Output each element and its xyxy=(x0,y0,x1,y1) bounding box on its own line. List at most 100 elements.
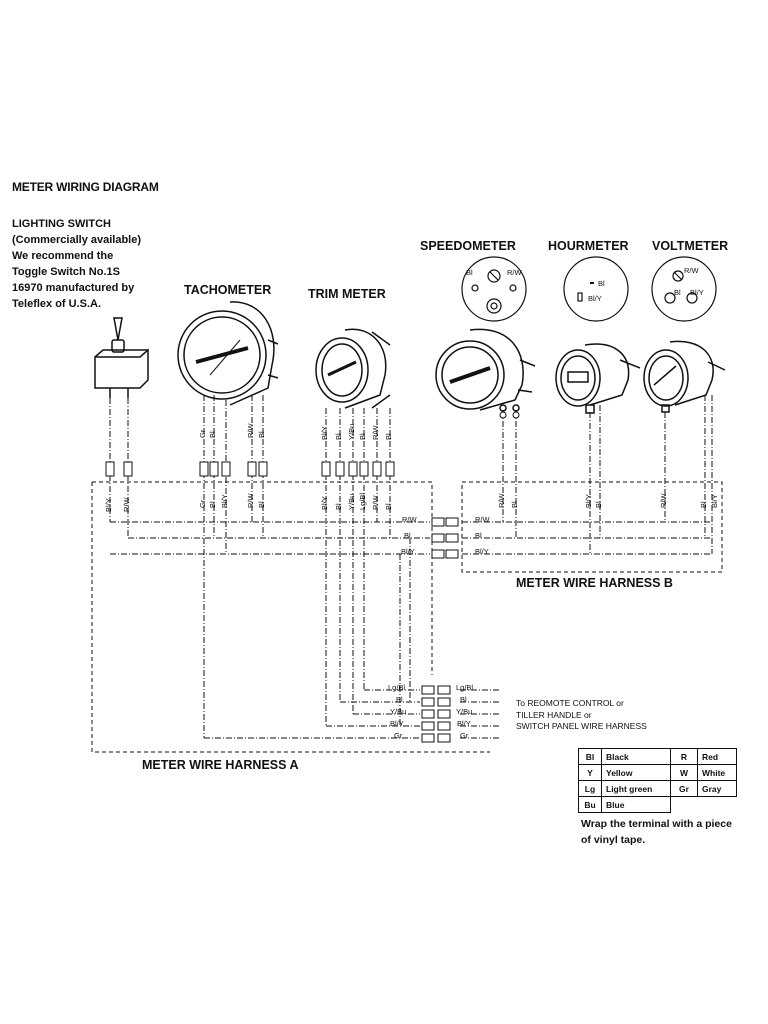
speedo-wire-bottom-bl: Bl xyxy=(510,501,519,508)
legend-row: Bu Blue xyxy=(578,796,737,813)
trim-wire-top-bl3: Bl xyxy=(384,433,393,440)
tach-wire-bottom-bl2: Bl xyxy=(257,501,266,508)
legend-code: Bl xyxy=(578,748,602,765)
harness-a-right-gr: Gr xyxy=(460,731,469,740)
trim-wire-top-bl: Bl xyxy=(334,433,343,440)
legend-code: Bu xyxy=(578,796,602,813)
legend-code: Y xyxy=(578,764,602,781)
tachometer-label: TACHOMETER xyxy=(184,283,272,297)
harness-a-boundary-top xyxy=(92,481,433,675)
legend-name: Yellow xyxy=(601,764,671,781)
speedometer-terminal-rw: R/W xyxy=(507,268,522,277)
speedo-wire-bottom-rw: R/W xyxy=(497,493,506,508)
trim-wire-bottom-lgbl: Lg/Bl xyxy=(358,492,367,510)
lighting-switch-line-6: Teleflex of U.S.A. xyxy=(12,298,102,310)
legend-name: White xyxy=(697,764,737,781)
harness-a-boundary-bottom xyxy=(91,482,490,753)
voltmeter-back-view xyxy=(651,256,717,322)
tach-wire-bottom-bly: Bl/Y xyxy=(220,494,229,508)
harness-b-right-bl: Bl xyxy=(475,531,482,540)
lighting-switch-line-4: Toggle Switch No.1S xyxy=(12,266,120,278)
harness-a-destination: To REOMOTE CONTROL or TILLER HANDLE or S… xyxy=(516,698,647,733)
lighting-switch-line-1: LIGHTING SWITCH xyxy=(12,218,111,230)
legend-row: Lg Light green Gr Gray xyxy=(578,780,737,797)
legend-name: Black xyxy=(601,748,671,765)
harness-b-left-bly: Bl/Y xyxy=(401,547,415,556)
tach-wire-bottom-gr: Gr xyxy=(198,499,207,508)
lighting-switch-body xyxy=(94,317,149,398)
lighting-switch-line-2: (Commercially available) xyxy=(12,234,142,246)
tach-wire-top-rw: R/W xyxy=(246,423,255,438)
legend-name: Light green xyxy=(601,780,671,797)
harness-a-label: METER WIRE HARNESS A xyxy=(142,758,299,772)
legend-row: Bl Black R Red xyxy=(578,748,737,765)
harness-a-left-lgbl: Lg/Bl xyxy=(388,683,406,692)
harness-a-right-bl: Bl xyxy=(460,695,467,704)
lighting-switch-note: LIGHTING SWITCH (Commercially available)… xyxy=(12,216,141,312)
hourmeter-label: HOURMETER xyxy=(548,239,629,253)
trim-wire-top-bly: Bl/Y xyxy=(320,426,329,440)
legend-code: W xyxy=(670,764,698,781)
trim-meter-label: TRIM METER xyxy=(308,287,386,301)
destination-line-3: SWITCH PANEL WIRE HARNESS xyxy=(516,721,647,731)
hourmeter-terminal-bly: Bl/Y xyxy=(588,294,602,303)
tach-wire-bottom-rw: R/W xyxy=(246,493,255,508)
vinyl-tape-note-line-2: of vinyl tape. xyxy=(581,834,646,846)
speedometer-gauge xyxy=(435,328,536,412)
harness-b-left-rw: R/W xyxy=(402,515,417,524)
harness-a-left-gr: Gr xyxy=(394,731,403,740)
harness-b-label: METER WIRE HARNESS B xyxy=(516,576,673,590)
trim-wire-bottom-bl: Bl xyxy=(334,503,343,510)
trim-wire-top-ybu: Y/Bu xyxy=(347,423,356,440)
tach-wire-bottom-bl: Bl xyxy=(208,501,217,508)
trim-wire-top-rw: R/W xyxy=(371,425,380,440)
legend-code-empty xyxy=(671,797,698,813)
hour-wire-bottom-bl: Bl xyxy=(594,501,603,508)
harness-b-boundary xyxy=(461,481,723,573)
hour-wire-bottom-bly: Bl/Y xyxy=(584,494,593,508)
trim-wire-top-bl2: Bl xyxy=(358,433,367,440)
lighting-switch-line-5: 16970 manufactured by xyxy=(12,282,135,294)
voltmeter-terminal-rw: R/W xyxy=(684,266,699,275)
legend-code: R xyxy=(670,748,698,765)
harness-a-right-ybu: Y/Bu xyxy=(456,707,473,716)
legend-name: Blue xyxy=(601,796,671,813)
harness-b-right-rw: R/W xyxy=(475,515,490,524)
trim-wire-bottom-ybu: Y/Bu xyxy=(347,493,356,510)
destination-line-1: To REOMOTE CONTROL or xyxy=(516,698,624,708)
trim-meter-gauge xyxy=(315,328,391,409)
speedometer-label: SPEEDOMETER xyxy=(420,239,516,253)
harness-b-right-bly: Bl/Y xyxy=(475,547,489,556)
tach-wire-top-bl: Bl xyxy=(208,431,217,438)
diagram-title: METER WIRING DIAGRAM xyxy=(12,180,159,194)
trim-wire-bottom-bl2: Bl xyxy=(384,503,393,510)
voltmeter-label: VOLTMETER xyxy=(652,239,729,253)
legend-code: Lg xyxy=(578,780,602,797)
volt-wire-bottom-bly: Bl/Y xyxy=(710,494,719,508)
hourmeter-back-view xyxy=(563,256,629,322)
hourmeter-gauge xyxy=(555,343,641,414)
switch-wire-rw: R/W xyxy=(122,497,131,512)
legend-name: Gray xyxy=(697,780,737,797)
voltmeter-terminal-bly: Bl/Y xyxy=(690,288,704,297)
voltmeter-terminal-bl: Bl xyxy=(674,288,681,297)
destination-line-2: TILLER HANDLE or xyxy=(516,709,592,720)
harness-a-left-ybu: Y/Bu xyxy=(390,707,407,716)
lighting-switch-line-3: We recommend the xyxy=(12,250,114,262)
tachometer-gauge xyxy=(177,301,279,406)
tach-wire-top-bl2: Bl xyxy=(257,431,266,438)
vinyl-tape-note-line-1: Wrap the terminal with a piece xyxy=(581,818,732,830)
legend-name: Red xyxy=(697,748,737,765)
volt-wire-bottom-rw: R/W xyxy=(659,493,668,508)
trim-wire-bottom-bly: Bl/Y xyxy=(320,496,329,510)
voltmeter-gauge xyxy=(643,340,726,413)
color-legend-table: Bl Black R Red Y Yellow W White Lg Light… xyxy=(578,748,737,813)
hourmeter-terminal-bl: Bl xyxy=(598,279,605,288)
switch-wire-bly: Bl/Y xyxy=(104,498,113,512)
legend-name-empty xyxy=(698,797,737,813)
harness-a-right-lgbl: Lg/Bl xyxy=(456,683,474,692)
vinyl-tape-note: Wrap the terminal with a piece of vinyl … xyxy=(581,816,732,848)
harness-b-left-bl: Bl xyxy=(404,531,411,540)
harness-a-right-bly: Bl/Y xyxy=(457,719,471,728)
